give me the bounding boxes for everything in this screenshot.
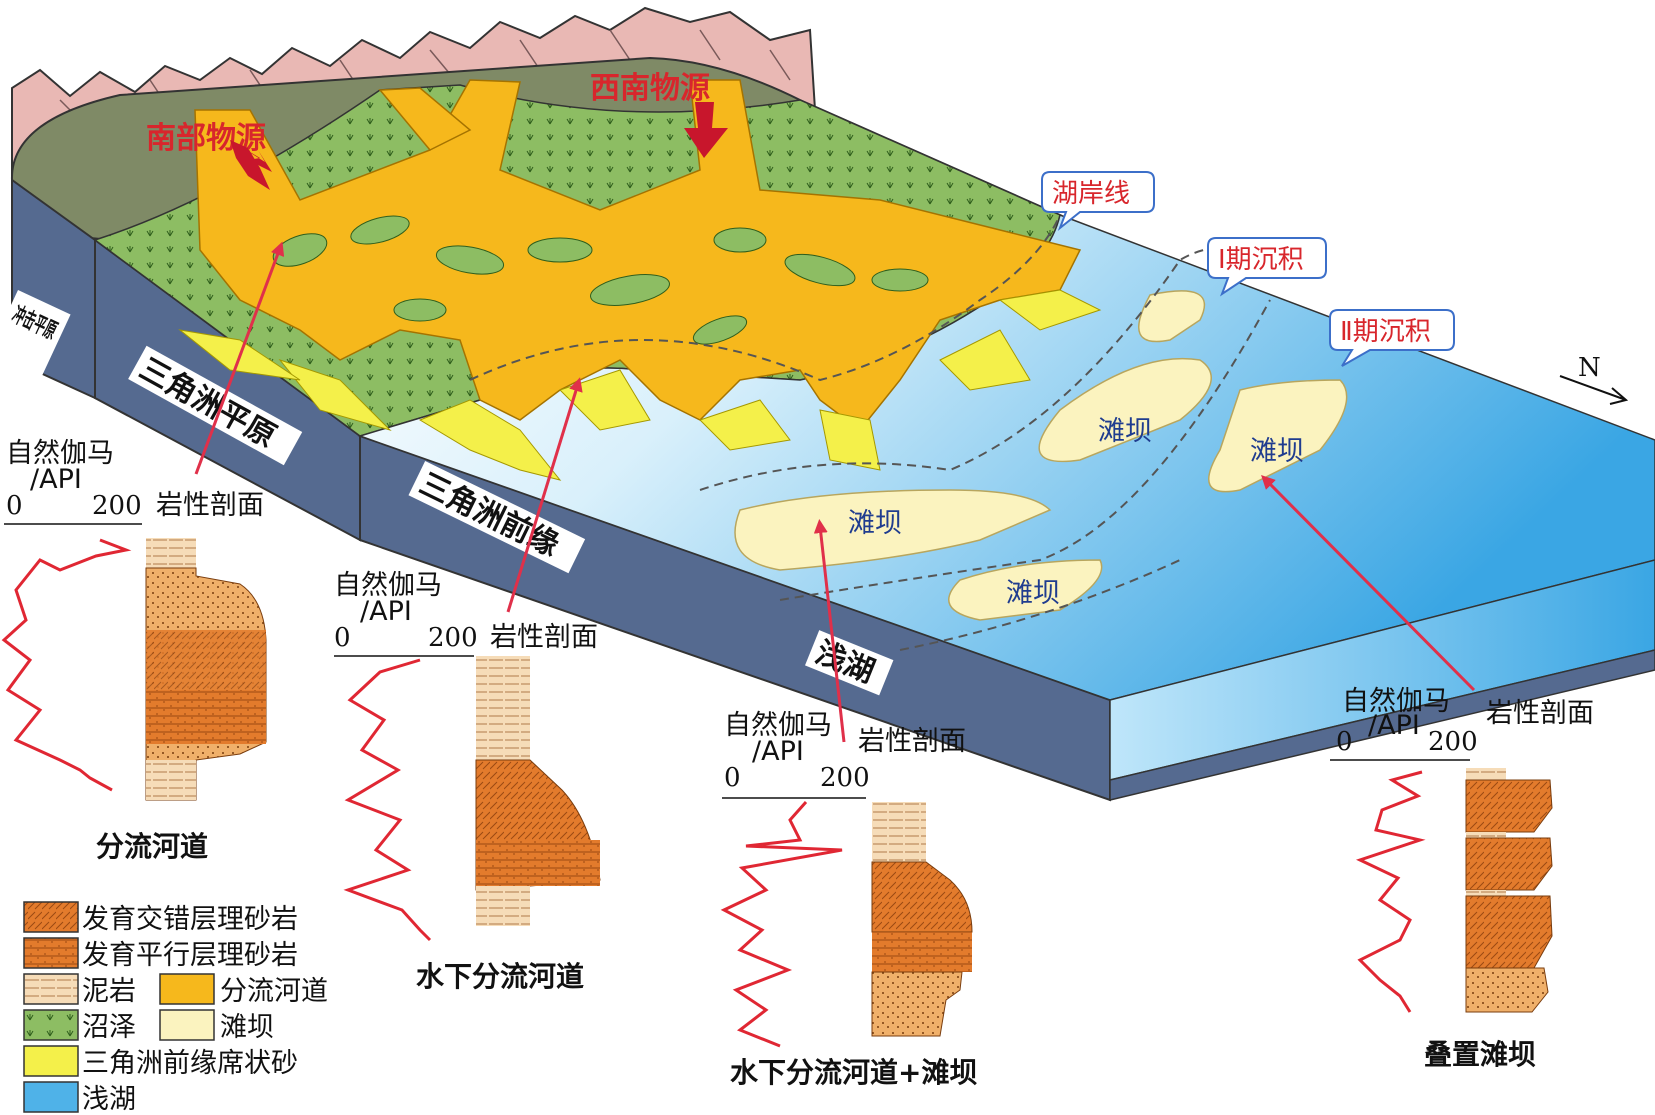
svg-text:浅湖: 浅湖 (82, 1084, 136, 1115)
svg-text:200: 200 (820, 763, 870, 793)
legend-item-shallow-lake: 浅湖 (23, 1081, 136, 1115)
svg-text:泥岩: 泥岩 (82, 976, 136, 1007)
svg-text:自然伽马: 自然伽马 (334, 570, 442, 601)
well-log-stacked-bar: 岩性剖面 自然伽马 /API 0 200 叠置滩坝 (1330, 686, 1594, 1071)
pointer-arrows (194, 241, 1476, 743)
legend-item-parallel-bedded-sandstone: 发育平行层理砂岩 (23, 937, 298, 971)
svg-text:岩性剖面: 岩性剖面 (1486, 698, 1594, 729)
svg-text:分流河道: 分流河道 (220, 976, 328, 1007)
legend-item-cross-bedded-sandstone: 发育交错层理砂岩 (23, 901, 298, 935)
legend-item-marsh: 沼泽 (23, 1009, 136, 1043)
svg-text:三角洲前缘席状砂: 三角洲前缘席状砂 (82, 1048, 298, 1079)
well-log-distributary-channel: 自然伽马 /API 0 200 岩性剖面 分流河道 (1, 438, 267, 863)
legend-item-distributary-channel: 分流河道 (159, 973, 328, 1007)
north-arrow: N (1559, 353, 1629, 405)
svg-text:岩性剖面: 岩性剖面 (490, 622, 598, 653)
gamma-curve (1355, 770, 1426, 1013)
svg-text:0: 0 (1336, 727, 1353, 757)
svg-text:200: 200 (428, 623, 478, 653)
lake-side (1109, 559, 1655, 781)
well-log-subaqueous-channel: 自然伽马 /API 0 200 岩性剖面 水下分流河道 (334, 570, 601, 993)
bar-label: 滩坝 (1250, 436, 1304, 467)
lithology-column (1465, 779, 1553, 833)
svg-text:岩性剖面: 岩性剖面 (156, 490, 264, 521)
svg-text:0: 0 (6, 491, 23, 521)
source-south-arrow (230, 140, 272, 172)
svg-text:0: 0 (334, 623, 351, 653)
well-log-subaqueous-channel-bar: 自然伽马 /API 岩性剖面 0 200 水下分流河道+滩坝 (720, 710, 977, 1089)
svg-text:沼泽: 沼泽 (82, 1012, 136, 1043)
svg-text:/API: /API (752, 736, 804, 767)
svg-text:Ⅰ期沉积: Ⅰ期沉积 (1218, 245, 1304, 275)
svg-text:自然伽马: 自然伽马 (724, 710, 832, 741)
svg-text:Ⅱ期沉积: Ⅱ期沉积 (1340, 317, 1431, 347)
lithology-column (871, 861, 973, 933)
label-alluvial-plain: 冲击平原 (0, 290, 71, 378)
gamma-curve (1, 538, 132, 792)
svg-text:N: N (1578, 353, 1601, 383)
beach-bars (734, 290, 1348, 621)
svg-text:200: 200 (92, 491, 142, 521)
svg-text:岩性剖面: 岩性剖面 (858, 726, 966, 757)
callout-stage2: Ⅱ期沉积 (1329, 309, 1455, 367)
svg-text:分流河道: 分流河道 (96, 830, 208, 863)
distributary-channels (194, 79, 1082, 432)
bar-label: 滩坝 (1006, 578, 1060, 609)
svg-text:湖岸线: 湖岸线 (1052, 179, 1130, 209)
shoreline-dashes (469, 214, 1301, 651)
svg-text:滩坝: 滩坝 (220, 1012, 274, 1043)
svg-text:水下分流河道+滩坝: 水下分流河道+滩坝 (730, 1056, 977, 1089)
callout-stage1: Ⅰ期沉积 (1207, 237, 1327, 297)
svg-text:水下分流河道: 水下分流河道 (416, 960, 584, 993)
source-southwest-arrow (684, 102, 728, 158)
svg-text:/API: /API (30, 464, 82, 495)
svg-text:0: 0 (724, 763, 741, 793)
svg-text:发育交错层理砂岩: 发育交错层理砂岩 (82, 904, 298, 935)
svg-text:发育平行层理砂岩: 发育平行层理砂岩 (82, 940, 298, 971)
legend-item-mudstone: 泥岩 (23, 973, 136, 1007)
legend-item-beach-bar: 滩坝 (159, 1009, 274, 1043)
callout-shoreline: 湖岸线 (1041, 171, 1155, 232)
svg-text:自然伽马: 自然伽马 (6, 438, 114, 469)
svg-text:自然伽马: 自然伽马 (1342, 686, 1450, 717)
svg-text:/API: /API (1368, 710, 1420, 741)
bar-label: 滩坝 (1098, 416, 1152, 447)
svg-text:/API: /API (360, 596, 412, 627)
bar-label: 滩坝 (848, 508, 902, 539)
svg-text:叠置滩坝: 叠置滩坝 (1424, 1038, 1536, 1071)
gamma-curve (343, 658, 432, 942)
legend: 发育交错层理砂岩 发育平行层理砂岩 泥岩 分流河道 沼泽 滩坝 三角洲前缘席状砂 (23, 901, 328, 1115)
legend-item-sheet-sand: 三角洲前缘席状砂 (23, 1045, 298, 1079)
svg-text:200: 200 (1428, 727, 1478, 757)
gamma-curve (720, 801, 843, 1048)
source-southwest-label: 西南物源 (590, 71, 710, 106)
